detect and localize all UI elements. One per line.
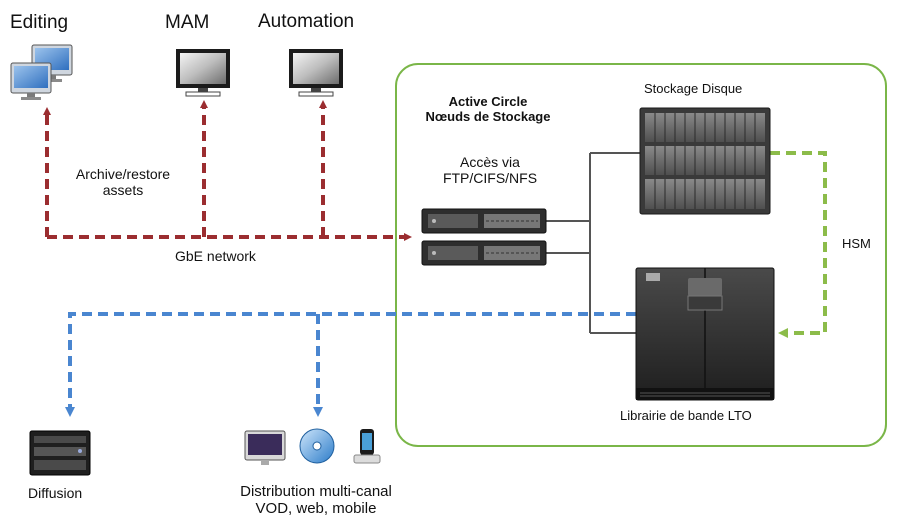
- archive-restore-label: Archive/restore assets: [60, 166, 186, 198]
- mobile-phone-icon: [353, 429, 381, 464]
- access-protocols-label: Accès via FTP/CIFS/NFS: [430, 154, 550, 186]
- dvd-icon: [299, 428, 335, 464]
- cluster-title: Active Circle Nœuds de Stockage: [418, 94, 558, 125]
- network-label: GbE network: [175, 248, 256, 264]
- mam-monitor-icon: [176, 49, 230, 97]
- hsm-label: HSM: [842, 236, 871, 251]
- editing-label: Editing: [10, 12, 69, 33]
- disk-storage-label: Stockage Disque: [644, 81, 743, 96]
- archive-flow: [43, 100, 412, 241]
- distribution-label: Distribution multi-canal VOD, web, mobil…: [196, 483, 436, 518]
- access-line1: Accès via: [460, 154, 520, 170]
- diffusion-label: Diffusion: [28, 485, 83, 501]
- hsm-flow: [770, 151, 827, 338]
- disk-array-icon: [639, 107, 771, 215]
- tape-library-label: Librairie de bande LTO: [620, 408, 752, 423]
- access-line2: FTP/CIFS/NFS: [442, 170, 538, 187]
- archive-restore-line1: Archive/restore: [75, 166, 171, 182]
- storage-node-server-icon: [421, 208, 547, 234]
- cluster-title-line1: Active Circle: [448, 94, 528, 109]
- mam-label: MAM: [165, 12, 210, 33]
- distribution-line2: VOD, web, mobile: [255, 500, 377, 518]
- distribution-flow: [65, 312, 636, 417]
- automation-label: Automation: [258, 11, 355, 32]
- distribution-line1: Distribution multi-canal: [240, 483, 392, 500]
- storage-node-server-icon: [421, 240, 547, 266]
- imac-icon: [244, 430, 286, 465]
- storage-cluster-border: [395, 63, 887, 447]
- diffusion-server-icon: [29, 430, 91, 476]
- tape-library-icon: [635, 267, 775, 401]
- cluster-title-line2: Nœuds de Stockage: [425, 108, 551, 124]
- automation-monitor-icon: [289, 49, 343, 97]
- connection-wires: [546, 152, 640, 334]
- archive-restore-line2: assets: [102, 182, 144, 199]
- editing-workstation-icon: [10, 44, 73, 100]
